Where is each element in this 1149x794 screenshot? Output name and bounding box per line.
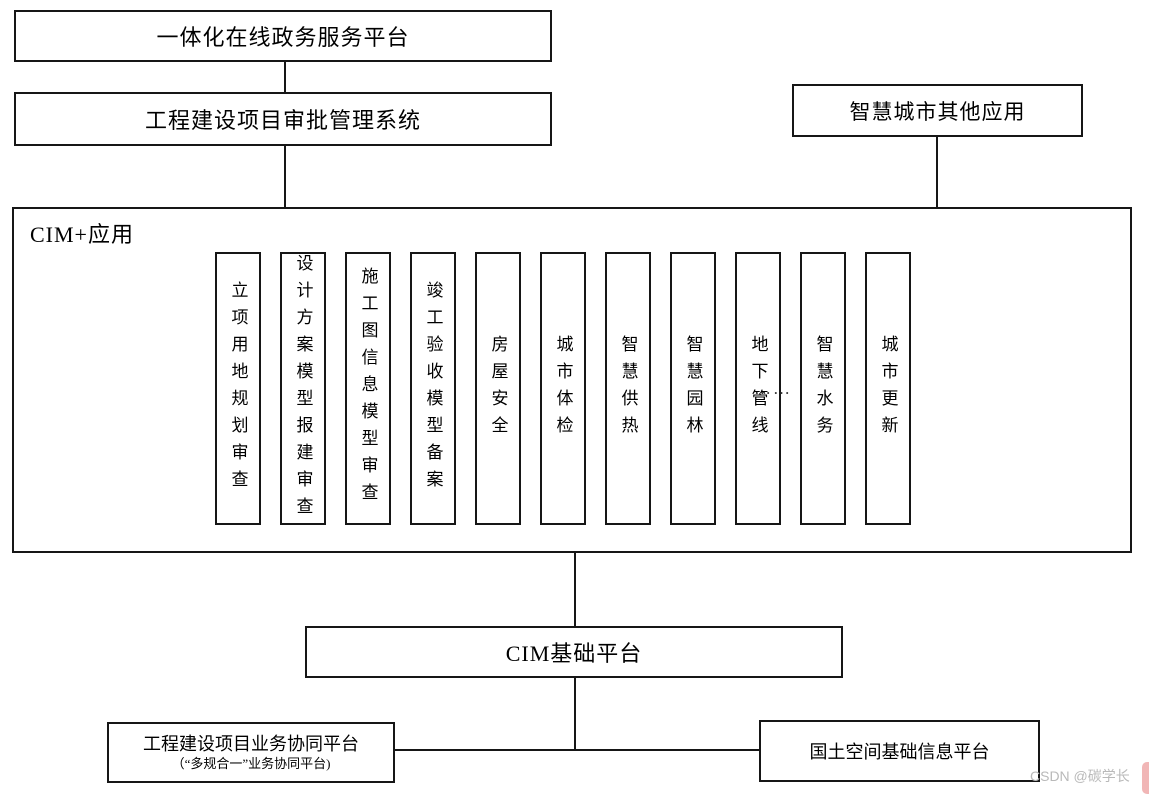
box-cim-plus-applications: CIM+应用 立项用地规划审查 设计方案模型报建审查 施工图信息模型审查 竣工验… (12, 207, 1132, 553)
box-cim-base-platform: CIM基础平台 (305, 626, 843, 678)
box-integrated-gov-service-platform-label: 一体化在线政务服务平台 (156, 25, 410, 50)
box-construction-approval-system: 工程建设项目审批管理系统 (14, 92, 552, 146)
app-column-completion-acceptance-filing: 竣工验收模型备案 (410, 252, 456, 525)
box-project-collaboration-platform: 工程建设项目业务协同平台 （“多规合一”业务协同平台) (107, 722, 395, 783)
application-columns: 立项用地规划审查 设计方案模型报建审查 施工图信息模型审查 竣工验收模型备案 房… (215, 252, 911, 525)
app-column-smart-gardens: 智慧园林 (670, 252, 716, 525)
app-column-land-planning-review: 立项用地规划审查 (215, 252, 261, 525)
app-column-urban-renewal: 城市更新 (865, 252, 911, 525)
more-apps-ellipsis: …… (754, 379, 792, 398)
connector-top1-top2 (284, 62, 286, 92)
connector-cimapps-cimbase (574, 553, 576, 626)
app-column-design-model-review: 设计方案模型报建审查 (280, 252, 326, 525)
box-smart-city-other-apps: 智慧城市其他应用 (792, 84, 1083, 137)
box-territorial-spatial-info-platform-label: 国土空间基础信息平台 (809, 742, 990, 762)
corner-accent-strip (1142, 762, 1149, 794)
connector-smartcity-cimapps (936, 137, 938, 207)
app-column-city-checkup: 城市体检 (540, 252, 586, 525)
box-territorial-spatial-info-platform: 国土空间基础信息平台 (759, 720, 1040, 782)
app-column-housing-safety: 房屋安全 (475, 252, 521, 525)
box-project-collaboration-platform-title: 工程建设项目业务协同平台 (143, 734, 359, 755)
connector-bottom-horizontal (395, 749, 759, 751)
connector-top2-cimapps (284, 146, 286, 207)
app-column-underground-pipelines: 地下管线 (735, 252, 781, 525)
connector-cimbase-bottom (574, 678, 576, 750)
box-smart-city-other-apps-label: 智慧城市其他应用 (849, 99, 1026, 124)
box-integrated-gov-service-platform: 一体化在线政务服务平台 (14, 10, 552, 62)
app-column-construction-drawing-review: 施工图信息模型审查 (345, 252, 391, 525)
box-cim-base-platform-label: CIM基础平台 (505, 641, 643, 666)
app-column-smart-heating: 智慧供热 (605, 252, 651, 525)
box-project-collaboration-platform-subtitle: （“多规合一”业务协同平台) (171, 755, 331, 771)
box-construction-approval-system-label: 工程建设项目审批管理系统 (144, 108, 421, 133)
cim-plus-applications-label: CIM+应用 (30, 222, 134, 247)
csdn-watermark: CSDN @碳学长 (1030, 768, 1130, 784)
app-column-smart-water: 智慧水务 (800, 252, 846, 525)
